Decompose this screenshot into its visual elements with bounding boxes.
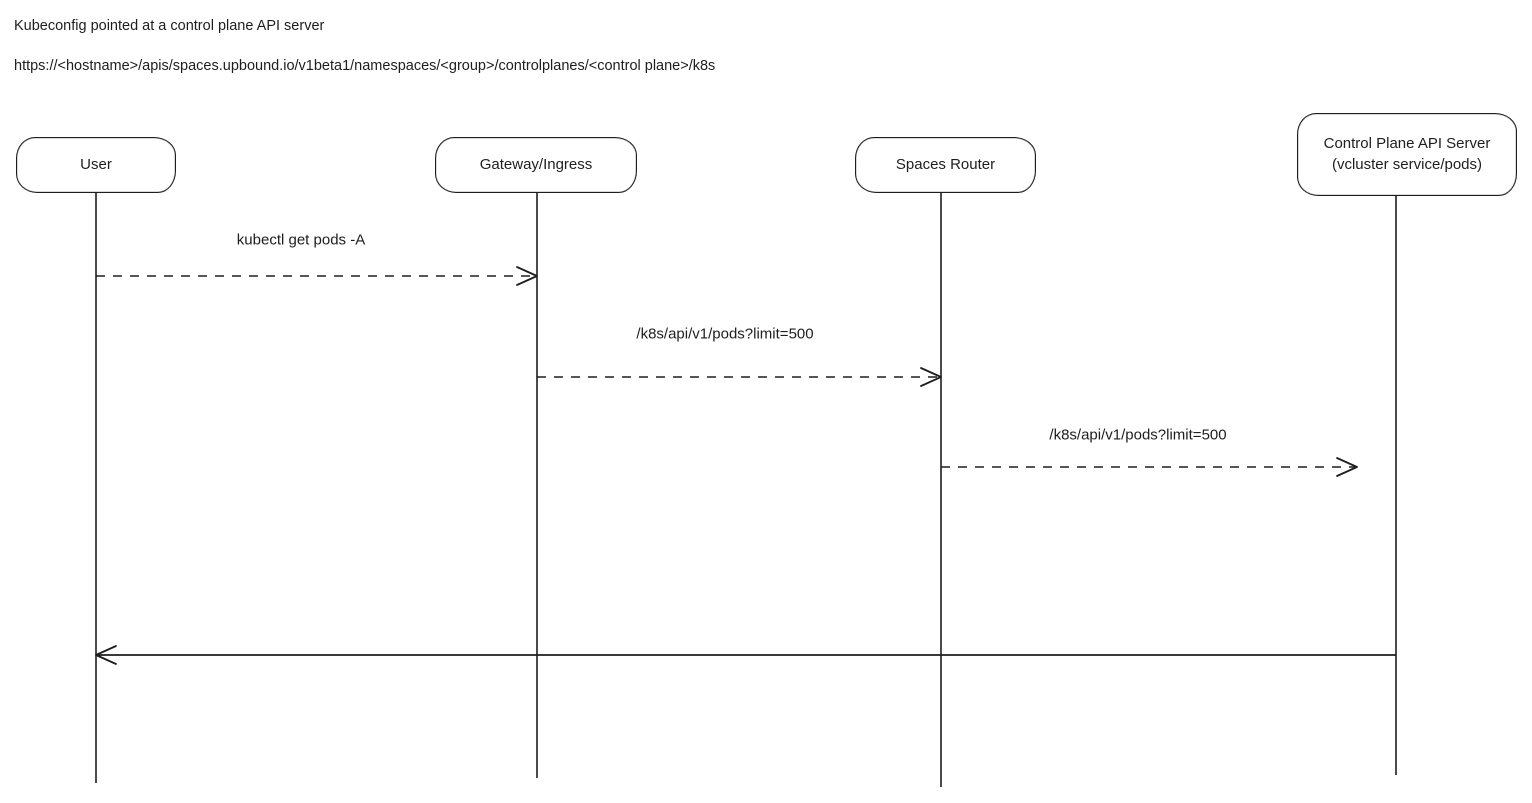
arrowhead-msg-kubectl-get-pods — [516, 266, 538, 286]
diagram-title: Kubeconfig pointed at a control plane AP… — [14, 18, 325, 34]
actor-label-control-plane-api-server: Control Plane API Server (vcluster servi… — [1323, 135, 1491, 173]
message-label-msg-kubectl-get-pods: kubectl get pods -A — [236, 231, 366, 249]
actor-label-spaces-router: Spaces Router — [895, 155, 996, 173]
actor-box-gateway-ingress: Gateway/Ingress — [435, 137, 637, 193]
message-label-msg-k8s-api-pods-controlplane: /k8s/api/v1/pods?limit=500 — [1049, 426, 1227, 444]
actor-label-gateway-ingress: Gateway/Ingress — [479, 155, 593, 173]
arrowhead-msg-k8s-api-pods-controlplane — [1336, 457, 1358, 477]
actor-label-user: User — [80, 155, 112, 173]
actor-box-control-plane-api-server: Control Plane API Server (vcluster servi… — [1297, 113, 1517, 196]
actor-box-user: User — [16, 137, 176, 193]
actor-box-spaces-router: Spaces Router — [855, 137, 1036, 193]
arrowhead-msg-k8s-api-pods-router — [920, 367, 942, 387]
kubeconfig-url: https://<hostname>/apis/spaces.upbound.i… — [14, 58, 716, 74]
message-label-msg-k8s-api-pods-router: /k8s/api/v1/pods?limit=500 — [636, 325, 814, 343]
arrowhead-msg-response — [95, 645, 117, 665]
